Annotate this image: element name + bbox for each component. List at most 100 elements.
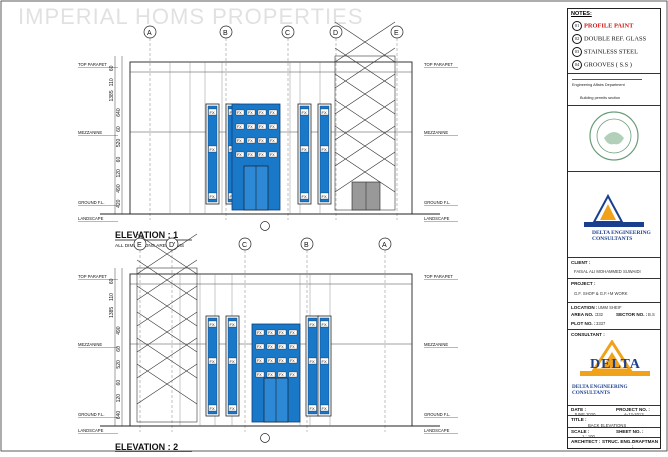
fx-tag xyxy=(320,404,329,412)
glass-panel xyxy=(207,105,218,203)
fx-label: FX xyxy=(270,153,275,157)
glass-panel xyxy=(299,105,310,203)
level-label: LANDSCAPE xyxy=(424,216,450,221)
level-label: MEZZANINE xyxy=(424,342,448,347)
fx-label: FX xyxy=(322,359,327,364)
fx-label: FX xyxy=(322,322,327,327)
fx-tag xyxy=(255,343,265,350)
screen-diagonal xyxy=(334,47,396,89)
fx-tag xyxy=(277,329,287,336)
delta-logo-large-icon xyxy=(580,340,650,376)
dimension-value: 1385 xyxy=(109,90,115,101)
fx-label: FX xyxy=(259,139,264,143)
fx-tag xyxy=(288,329,298,336)
dimension-value: 120 xyxy=(116,394,122,403)
fx-tag xyxy=(257,109,267,116)
field-project: PROJECT : xyxy=(568,278,660,288)
grid-label: B xyxy=(223,30,228,37)
screen-diagonal xyxy=(136,311,198,353)
fx-tag xyxy=(268,109,278,116)
fx-tag xyxy=(308,404,317,412)
fx-label: FX xyxy=(270,111,275,115)
screen-diagonal xyxy=(136,363,198,405)
fx-label: FX xyxy=(210,322,215,327)
dimension-value: 60 xyxy=(109,65,115,71)
level-label: LANDSCAPE xyxy=(78,428,104,433)
fx-label: FX xyxy=(322,110,327,115)
fx-label: FX xyxy=(230,359,235,364)
fx-label: FX xyxy=(302,194,307,199)
fx-tag xyxy=(277,371,287,378)
fx-label: FX xyxy=(310,322,315,327)
fx-label: FX xyxy=(290,331,295,335)
fx-label: FX xyxy=(290,345,295,349)
firm-name-bottom: DELTA ENGINEERING CONSULTANTS xyxy=(572,384,628,396)
fx-tag xyxy=(320,108,329,116)
field-plot: PLOT NO. :3337 xyxy=(571,321,606,326)
screen-diagonal xyxy=(334,99,396,141)
fx-label: FX xyxy=(237,153,242,157)
authority-name: Engineering Affairs Department xyxy=(572,83,625,87)
dimension-value: 640 xyxy=(116,411,122,420)
level-label: TOP PARAPET xyxy=(424,62,453,67)
dimension-value: 60 xyxy=(116,126,122,132)
fx-tag xyxy=(266,357,276,364)
section-marker-icon xyxy=(260,433,270,443)
fx-label: FX xyxy=(268,345,273,349)
dimension-value: 420 xyxy=(116,199,122,208)
fx-label: FX xyxy=(257,345,262,349)
dimension-value: 60 xyxy=(116,157,122,163)
screen-diagonal xyxy=(334,73,396,115)
dimension-value: 60 xyxy=(116,380,122,386)
firm-logo-area: DELTA ENGINEERING CONSULTANTS xyxy=(568,171,660,257)
fx-label: FX xyxy=(268,359,273,363)
fx-tag xyxy=(320,192,329,200)
fx-tag xyxy=(308,320,317,328)
grid-label: A xyxy=(382,242,387,249)
fx-label: FX xyxy=(210,194,215,199)
fx-tag xyxy=(300,145,309,153)
fx-tag xyxy=(246,137,256,144)
client-value: FAISAL ALI MOHAMMED SUWAIDI xyxy=(574,269,641,274)
fx-label: FX xyxy=(248,139,253,143)
fx-label: FX xyxy=(270,139,275,143)
elevation-title: ELEVATION : 1 xyxy=(115,230,178,240)
screen-diagonal xyxy=(334,151,396,193)
fx-tag xyxy=(235,151,245,158)
level-label: MEZZANINE xyxy=(78,130,102,135)
dimension-value: 120 xyxy=(116,169,122,178)
grid-label: A xyxy=(147,30,152,37)
fx-label: FX xyxy=(268,373,273,377)
fx-label: FX xyxy=(302,110,307,115)
fx-label: FX xyxy=(257,331,262,335)
firm-name-top: DELTA ENGINEERING CONSULTANTS xyxy=(592,230,651,242)
consultant-area: CONSULTANT : DELTA DELTA ENGINEERING CON… xyxy=(568,329,660,405)
dimension-value: 60 xyxy=(109,278,115,284)
section-name: Building permits section xyxy=(580,96,621,100)
glass-panel xyxy=(319,317,330,415)
fx-label: FX xyxy=(270,125,275,129)
dimension-value: 520 xyxy=(116,139,122,148)
dimension-value: 1385 xyxy=(109,307,115,318)
fx-tag xyxy=(257,137,267,144)
fx-tag xyxy=(266,371,276,378)
grid-label: B xyxy=(304,242,309,249)
dimension-value: 490 xyxy=(116,326,122,335)
fx-label: FX xyxy=(210,110,215,115)
fx-label: FX xyxy=(322,194,327,199)
fx-tag xyxy=(257,151,267,158)
level-label: MEZZANINE xyxy=(78,342,102,347)
glass-panel xyxy=(307,317,318,415)
fx-label: FX xyxy=(257,359,262,363)
glass-panel xyxy=(207,317,218,415)
fx-label: FX xyxy=(279,359,284,363)
fx-label: FX xyxy=(322,147,327,152)
fx-tag xyxy=(300,192,309,200)
fx-label: FX xyxy=(210,406,215,411)
